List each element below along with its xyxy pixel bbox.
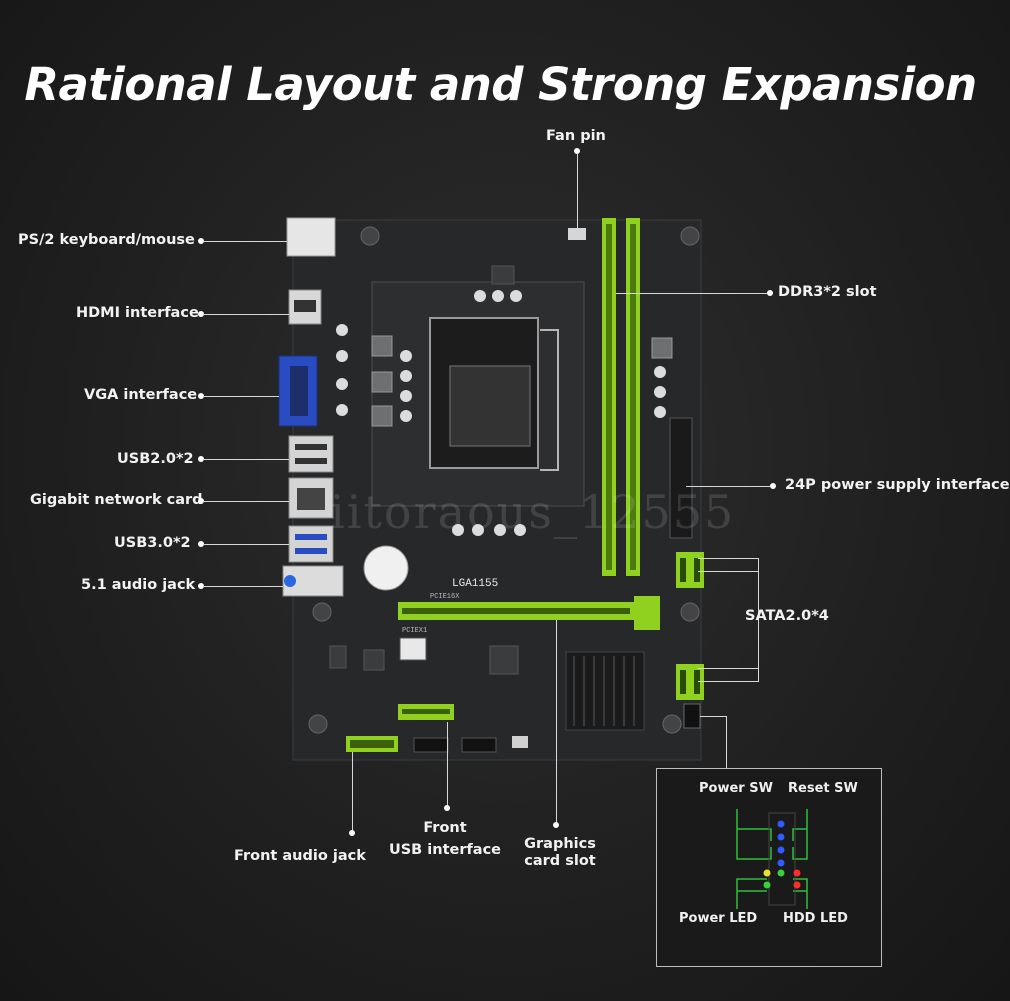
callout-front-usb-line2: USB interface [388,842,502,858]
pin-diagram [736,809,808,909]
leader-panel-v [726,716,727,768]
callout-dot-vga [198,393,204,399]
page-title: Rational Layout and Strong Expansion [24,58,977,111]
callout-front-usb-line1: Front [423,820,467,836]
callout-dot-ps2 [198,238,204,244]
callout-power24: 24P power supply interface [785,477,1010,493]
callout-dot-hdmi [198,311,204,317]
callout-dot-usb2 [198,456,204,462]
cpu-fan-header [568,228,586,240]
pin-red-2 [793,881,801,889]
usb2-ports [288,435,334,473]
ddr3-slots [602,218,640,576]
power-24pin [669,417,693,539]
sys-fan-header [512,736,528,748]
pcie-x16-label: PCIE16X [430,593,460,601]
callout-dot-audio [198,583,204,589]
ps2-port [286,217,336,257]
leader-ps2 [203,241,287,242]
vrm-chokes [371,335,673,427]
callout-graphics-line2: card slot [524,853,596,869]
label-power-sw: Power SW [699,781,773,796]
leader-usb3 [203,544,289,545]
callout-fan-pin: Fan pin [546,128,606,144]
front-panel-header [683,703,701,729]
callout-vga: VGA interface [84,387,198,403]
leader-usb2 [203,459,289,460]
leader-vga [203,396,279,397]
leader-front-audio [352,752,353,832]
leader-fan-pin [577,153,578,228]
leader-panel-h [700,716,726,717]
callout-dot-usb3 [198,541,204,547]
front-panel-diagram: Power SW Reset SW Power LED HDD LED [656,768,882,967]
watermark: iitoraous_12555 [330,485,736,539]
callout-ddr3: DDR3*2 slot [778,284,877,300]
callout-ps2: PS/2 keyboard/mouse [18,232,195,248]
socket-label: LGA1155 [452,578,498,590]
callout-usb2: USB2.0*2 [117,451,194,467]
leader-hdmi [203,314,289,315]
callout-dot-gigabit [198,498,204,504]
com-header [461,737,497,753]
callout-front-audio: Front audio jack [234,848,366,864]
callout-dot-front-usb [444,805,450,811]
mounting-holes [308,226,700,734]
callout-graphics-line1: Graphics [524,836,596,852]
pin-yellow [763,869,771,877]
pin-blue-2 [777,833,785,841]
leader-sata-3 [698,668,758,669]
leader-sata-bar [758,558,759,682]
callout-dot-front-audio [349,830,355,836]
callout-dot-ddr3 [767,290,773,296]
leader-sata-2 [698,571,758,572]
pin-blue-4 [777,859,785,867]
leader-audio [203,586,283,587]
leader-gigabit [203,501,289,502]
leader-sata-1 [698,558,758,559]
callout-sata: SATA2.0*4 [745,608,829,624]
callout-dot-graphics [553,822,559,828]
callout-hdmi: HDMI interface [76,305,199,321]
leader-front-usb [447,722,448,807]
pin-blue-1 [777,820,785,828]
pin-blue-3 [777,846,785,854]
cmos-battery [363,545,409,591]
leader-sata-4 [698,681,758,682]
front-usb-header [413,737,449,753]
label-reset-sw: Reset SW [788,781,858,796]
label-power-led: Power LED [679,911,758,926]
callout-dot-fan-pin [574,148,580,154]
callout-dot-power24 [770,483,776,489]
usb3-ports [288,525,334,563]
pcie-x1-label: PCIEX1 [402,627,427,635]
pin-red-1 [793,869,801,877]
pin-green-1 [777,869,785,877]
leader-graphics [556,620,557,824]
pin-green-2 [763,881,771,889]
callout-gigabit: Gigabit network card [30,492,203,508]
leader-ddr3 [616,293,768,294]
callout-usb3: USB3.0*2 [114,535,191,551]
leader-power24 [686,486,770,487]
label-hdd-led: HDD LED [783,911,848,926]
callout-audio: 5.1 audio jack [81,577,196,593]
capacitors [336,290,666,536]
